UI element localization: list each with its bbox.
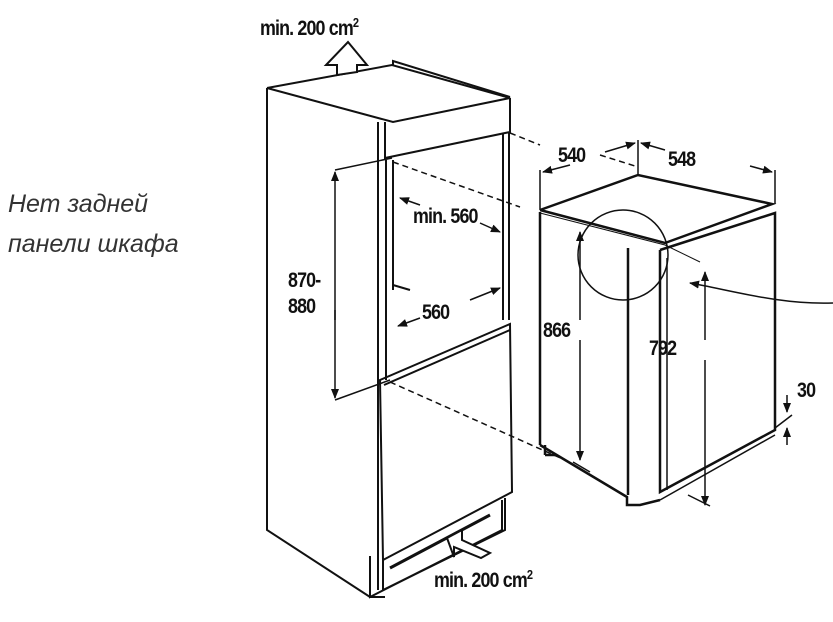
note-line-1: Нет задней [8,190,149,218]
vent-bottom-sup: 2 [526,567,533,582]
appliance [538,173,777,507]
depth-min-label: min. 560 [413,205,478,228]
vent-top-sup: 2 [352,15,359,30]
appliance-depth-label: 548 [668,148,696,171]
note-line-2: панели шкафа [8,230,179,258]
detail-circle [577,209,833,304]
gap-label: 30 [797,379,816,402]
no-back-panel-note: Нет задней панели шкафа [8,184,179,264]
vent-bottom-text: min. 200 cm [434,569,528,592]
appliance-width-label: 540 [558,144,586,167]
vent-top-text: min. 200 cm [260,17,354,40]
cabinet-door [369,322,514,599]
vent-arrow-bottom-icon [445,528,493,560]
vent-arrow-top-icon [323,40,370,77]
door-height-label: 792 [649,337,677,360]
niche-width-label: 560 [422,301,450,324]
appliance-height-label: 866 [543,319,571,342]
dimension-lines [331,132,793,507]
vent-top-label: min. 200 cm2 [260,15,359,40]
vent-bottom-label: min. 200 cm2 [434,567,533,592]
height-range-label-1: 870- [288,269,321,292]
cabinet [266,59,511,598]
height-range-label-2: 880 [288,295,316,318]
